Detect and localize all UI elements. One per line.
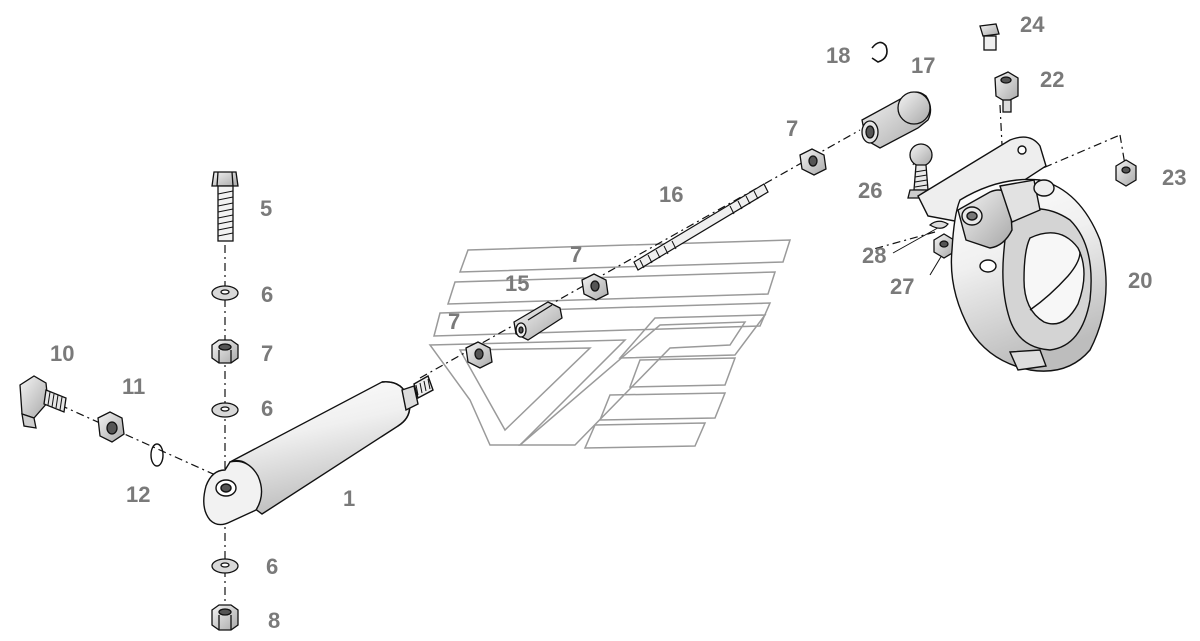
nut-23 (1115, 159, 1137, 187)
nut-7-middle (581, 273, 609, 301)
fitting-22 (994, 71, 1019, 113)
callout-8: 8 (268, 608, 281, 633)
callout-18: 18 (826, 43, 851, 68)
callout-6-bottom: 6 (266, 554, 279, 579)
callout-17: 17 (911, 53, 936, 78)
callout-12: 12 (126, 482, 151, 507)
cylinder-1 (203, 374, 434, 526)
callout-27: 27 (890, 274, 915, 299)
washer-6-middle (211, 402, 239, 418)
callout-7-middle: 7 (570, 242, 583, 267)
nut-8 (211, 604, 239, 631)
callout-5: 5 (260, 196, 273, 221)
bolt-24 (979, 23, 1000, 51)
nut-7-upper (799, 148, 827, 176)
callout-7-lower: 7 (448, 309, 461, 334)
callout-16: 16 (659, 182, 684, 207)
callout-26: 26 (858, 178, 883, 203)
callout-7-vertical: 7 (261, 341, 274, 366)
washer-6-bottom (211, 558, 239, 574)
o-ring-12 (150, 443, 164, 467)
callout-24: 24 (1020, 12, 1045, 37)
callout-6-top: 6 (261, 282, 274, 307)
callout-15: 15 (505, 271, 530, 296)
bolt-5 (211, 171, 239, 242)
valve-housing-20 (917, 136, 1107, 372)
elbow-fitting-10 (19, 375, 67, 429)
threaded-rod-16 (633, 183, 769, 271)
callout-23: 23 (1162, 165, 1187, 190)
callout-22: 22 (1040, 67, 1065, 92)
ball-socket-17 (861, 91, 932, 149)
nut-7-vertical (211, 339, 239, 364)
nut-7-lower (465, 341, 493, 369)
callout-11: 11 (122, 374, 146, 399)
callout-10: 10 (50, 341, 75, 366)
callout-28: 28 (862, 243, 887, 268)
callout-6-middle: 6 (261, 396, 274, 421)
nut-11 (97, 411, 125, 443)
watermark-logo (428, 239, 792, 449)
clip-18 (871, 41, 888, 63)
spacer-15 (513, 301, 563, 341)
washer-28 (928, 220, 949, 229)
callout-20: 20 (1128, 268, 1153, 293)
callout-7-upper: 7 (786, 116, 799, 141)
washer-6-top (211, 285, 239, 301)
callout-1: 1 (343, 486, 356, 511)
